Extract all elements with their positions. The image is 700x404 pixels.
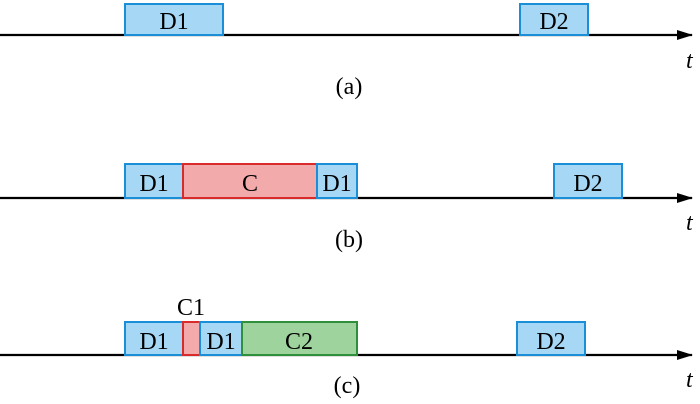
block-d1: [124, 3, 224, 36]
block-d1-label: D1: [159, 9, 188, 35]
block-d2: [519, 3, 589, 36]
block-c-label: C: [242, 171, 258, 197]
panel-b: D1 C D1 D2 t (b): [0, 163, 694, 253]
block-d1-label: D1: [139, 171, 168, 197]
time-label: t: [686, 210, 694, 236]
time-label: t: [686, 48, 694, 74]
block-d2-label: D2: [573, 171, 602, 197]
block-d2: [516, 321, 586, 356]
block-d1-resume: [199, 321, 243, 356]
block-c1-label: C1: [177, 295, 205, 321]
panel-c: D1 C1 D1 C2 D2 t (c): [0, 295, 694, 399]
time-label: t: [686, 367, 694, 393]
block-c2-label: C2: [285, 329, 313, 355]
block-d1: [124, 163, 184, 199]
block-d2-label: D2: [539, 9, 568, 35]
block-d1-label: D1: [139, 329, 168, 355]
panel-caption: (c): [334, 373, 361, 399]
panel-caption: (a): [336, 74, 363, 100]
block-d2: [553, 163, 623, 199]
block-d2-label: D2: [536, 329, 565, 355]
panel-a: D1 D2 t (a): [0, 3, 694, 100]
block-c2: [241, 321, 358, 356]
block-c1: [182, 321, 201, 356]
block-d1-resume-label: D1: [322, 171, 351, 197]
block-d1-resume: [316, 163, 358, 199]
panel-caption: (b): [335, 227, 363, 253]
block-d1-resume-label: D1: [206, 329, 235, 355]
block-c: [182, 163, 318, 199]
